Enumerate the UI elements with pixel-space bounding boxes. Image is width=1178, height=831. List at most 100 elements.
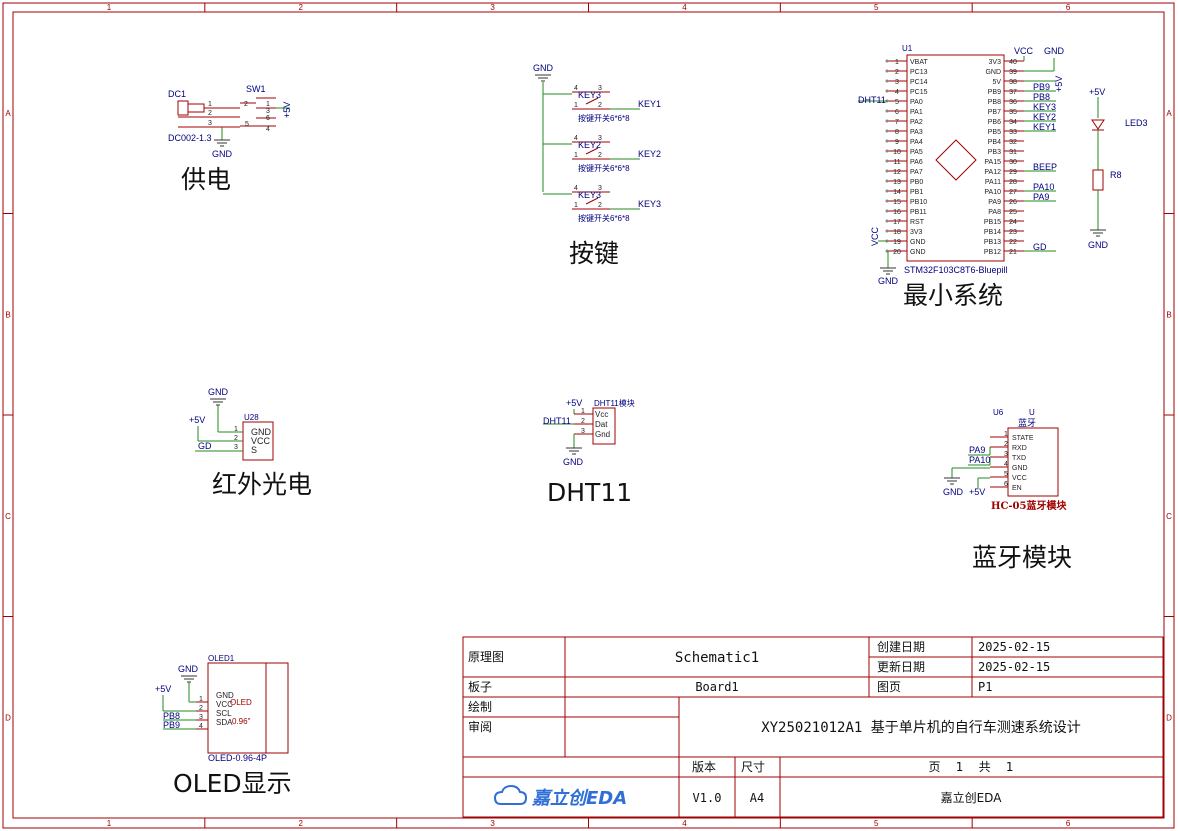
tb-size-key: 尺寸 [741,760,765,774]
mcu-pin-name: PA3 [910,129,923,136]
zone-col-bottom: 3 [490,819,495,828]
mcu-pin-name: PA9 [988,199,1001,206]
tb-type-key: 原理图 [468,650,504,664]
bt-ref: U6 [993,408,1004,417]
ir-pin-name: S [251,445,257,455]
zone-col-top: 4 [682,3,687,12]
mcu-pin-name: 3V3 [910,229,923,236]
mcu-pin-number: 12 [893,169,901,176]
ir-gnd-label: GND [208,387,229,397]
mcu-pin-number: 39 [1009,69,1017,76]
oled-gnd-label: GND [178,664,199,674]
mcu-pin-name: PB9 [988,89,1001,96]
mcu-pin-number: 22 [1009,239,1017,246]
tb-updated-value: 2025-02-15 [978,660,1050,674]
mcu-net-label: DHT11 [858,95,886,105]
mcu-pin-number: 30 [1009,159,1017,166]
bt-pin-number: 5 [1004,471,1008,478]
resistor-icon [1092,169,1104,191]
mcu-net-label: PA10 [1033,182,1054,192]
mcu-pin-number: 13 [893,179,901,186]
mcu-pin-number: 24 [1009,219,1017,226]
mcu-pin-name: PB15 [984,219,1001,226]
ir-pin-number: 3 [234,444,238,451]
ir-pin-name: VCC [251,436,271,446]
tb-created-value: 2025-02-15 [978,640,1050,654]
tb-draw-key: 绘制 [468,699,492,714]
mcu-pin-number: 37 [1009,89,1017,96]
oled-vcc-label: +5V [155,684,171,694]
mcu-ref: U1 [902,44,913,53]
bt-net-label: PA9 [969,445,985,455]
zone-col-top: 2 [299,3,304,12]
bt-pin-number: 6 [1004,481,1008,488]
mcu-pin-name: PA7 [910,169,923,176]
tb-board-value: Board1 [695,680,738,694]
led-plus5-label: +5V [1089,87,1105,97]
tb-page-key: 图页 [877,680,901,694]
key-part: 按键开关6*6*8 [578,163,630,173]
key-net: KEY1 [638,99,661,109]
key-pin: 4 [574,135,578,142]
bt-pin-name: RXD [1012,445,1027,452]
tb-title: XY25021012A1 基于单片机的自行车测速系统设计 [761,719,1081,736]
dht-net-label: DHT11 [543,416,571,426]
mcu-net-label: PB8 [1033,92,1050,102]
title-block: 原理图 Schematic1 创建日期 2025-02-15 更新日期 2025… [462,636,1164,818]
zone-col-bottom: 2 [299,819,304,828]
tb-size-value: A4 [750,791,764,805]
mcu-pin-number: 36 [1009,99,1017,106]
bt-part: HC-05蓝牙模块 [991,499,1067,512]
gnd-symbol-led [1090,229,1106,237]
zone-row-left: B [5,310,10,319]
mcu-pin-number: 5 [895,99,899,106]
mcu-pin-name: 3V3 [989,59,1002,66]
led-ref: LED3 [1125,118,1148,128]
key-pin: 3 [598,185,602,192]
mcu-pin-name: PB1 [910,189,923,196]
oled-pin-number: 4 [199,723,203,730]
zone-row-right: D [1166,713,1172,722]
tb-pages: 页 1 共 1 [928,760,1013,774]
bt-pin-number: 2 [1004,441,1008,448]
dht-pin-name: Vcc [595,410,608,419]
dc-part: DC002-1.3 [168,133,212,143]
mcu-pin-number: 7 [895,119,899,126]
gnd-symbol-keys [535,74,551,82]
section-title-oled: OLED显示 [173,769,292,798]
dc-ref: DC1 [168,89,186,99]
ir-pin-number: 1 [234,426,238,433]
res-ref: R8 [1110,170,1122,180]
oled-label-1: OLED [230,698,252,707]
bt-name: 蓝牙 [1018,417,1036,428]
zone-row-right: A [1166,109,1172,118]
mcu-gnd-top-label: GND [1044,46,1065,56]
tb-logo: 嘉立创EDA [531,788,627,809]
bt-pin-number: 1 [1004,431,1008,438]
mcu-pin-name: PB12 [984,249,1001,256]
oled-part: OLED-0.96-4P [208,753,267,763]
zone-col-bottom: 1 [107,819,112,828]
gnd-symbol-power [214,139,230,147]
mcu-plus5-label: +5V [1054,76,1064,92]
zone-row-left: C [5,512,11,521]
led-gnd-label: GND [1088,240,1109,250]
bt-pin-name: TXD [1012,455,1026,462]
ir-pin-name: GND [251,427,272,437]
key-net: KEY3 [638,199,661,209]
oled-pin-name: SDA [216,718,233,727]
oled-pin-number: 1 [199,696,203,703]
mcu-pin-name: PB3 [988,149,1001,156]
mcu-pin-name: RST [910,219,925,226]
zone-col-bottom: 6 [1066,819,1071,828]
mcu-pin-name: PB8 [988,99,1001,106]
dht-vcc-label: +5V [566,398,582,408]
mcu-part: STM32F103C8T6-Bluepill [904,265,1008,275]
zone-col-bottom: 4 [682,819,687,828]
tb-company: 嘉立创EDA [941,790,1003,805]
zone-col-top: 1 [107,3,112,12]
section-title-keys: 按键 [569,239,619,268]
